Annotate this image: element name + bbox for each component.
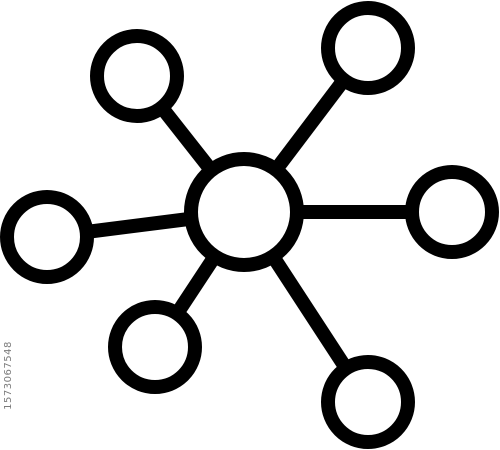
node-right: [405, 165, 499, 259]
node-left: [0, 190, 94, 284]
node-top-right: [321, 1, 415, 95]
hub-node: [184, 152, 304, 272]
node-bottom-right: [321, 355, 415, 449]
node-top-left: [90, 29, 184, 123]
node-bottom-left: [108, 300, 202, 394]
watermark-id: 1573067548: [2, 341, 14, 410]
